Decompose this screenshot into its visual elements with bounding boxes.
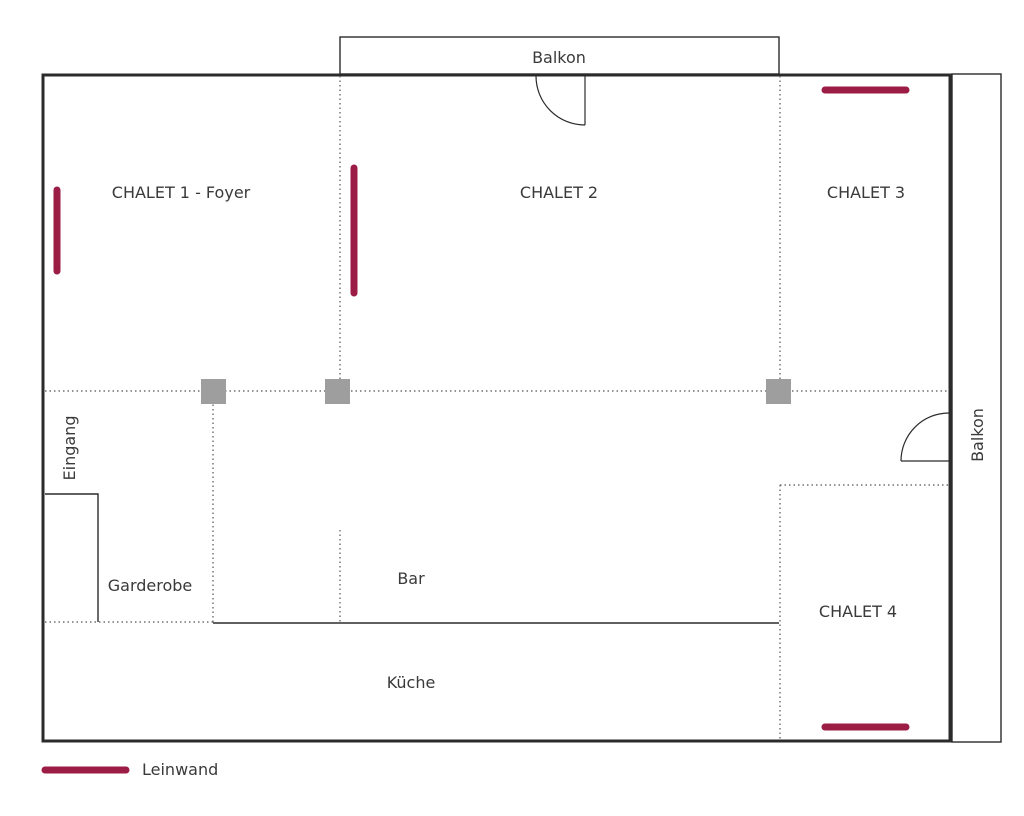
balcony-right — [951, 73, 1002, 743]
pillar — [766, 379, 791, 404]
label-kueche: Küche — [387, 673, 436, 692]
pillar — [325, 379, 350, 404]
label-balkon-right: Balkon — [968, 408, 987, 462]
label-bar: Bar — [397, 569, 425, 588]
label-balkon-top: Balkon — [532, 48, 586, 67]
legend-label-leinwand: Leinwand — [142, 760, 218, 779]
label-chalet2: CHALET 2 — [520, 183, 598, 202]
label-chalet3: CHALET 3 — [827, 183, 905, 202]
legend: Leinwand — [41, 760, 218, 779]
label-chalet1: CHALET 1 - Foyer — [112, 183, 251, 202]
label-eingang: Eingang — [60, 416, 79, 481]
label-chalet4: CHALET 4 — [819, 602, 897, 621]
label-garderobe: Garderobe — [108, 576, 193, 595]
door-balcony-right — [900, 412, 950, 462]
outer-wall — [41, 73, 952, 743]
entrance-wall — [45, 493, 99, 622]
door-balcony-top — [535, 75, 586, 126]
pillar — [201, 379, 226, 404]
